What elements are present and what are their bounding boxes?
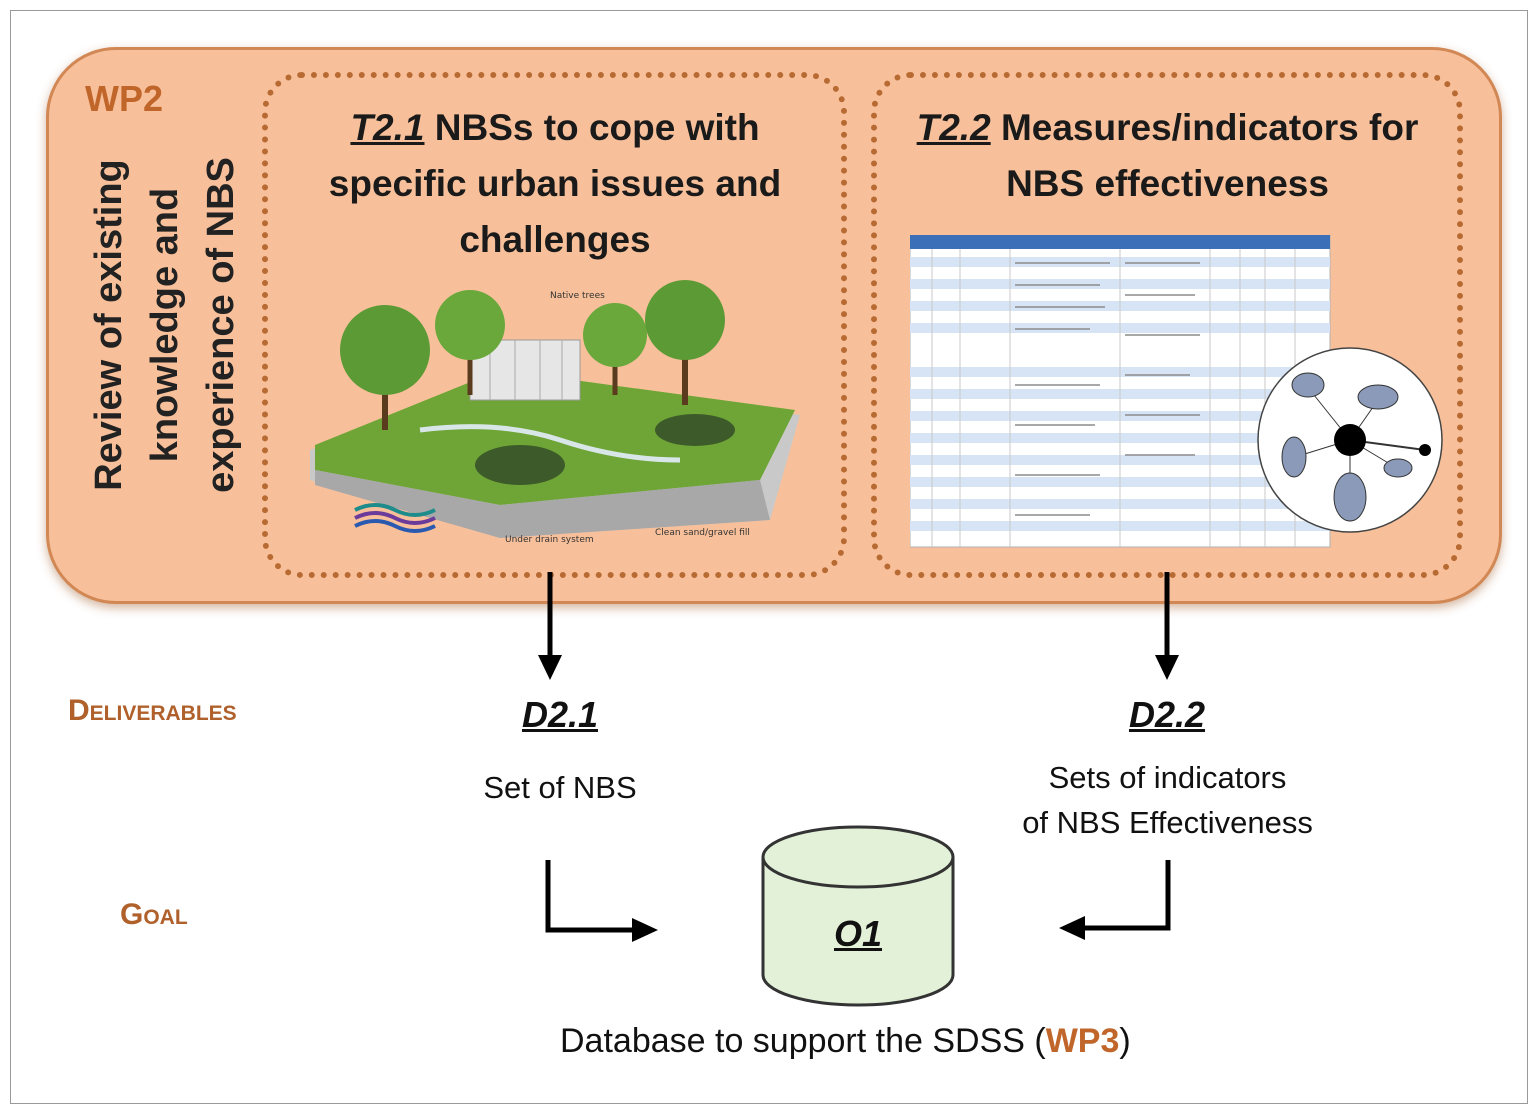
under-drain-label: Under drain system [505, 535, 594, 545]
goal-caption-wp3: WP3 [1045, 1022, 1120, 1060]
task-t2-1-box [262, 72, 847, 578]
task-t2-2-id: T2.2 [916, 107, 991, 148]
goal-caption: Database to support the SDSS (WP3) [560, 1022, 1220, 1061]
deliverable-d2-1-desc: Set of NBS [440, 765, 680, 810]
deliverable-d2-2-desc: Sets of indicators of NBS Effectiveness [990, 755, 1345, 845]
arrow-t21-to-d21 [538, 572, 562, 680]
database-cylinder [761, 825, 955, 1007]
goal-caption-post: ) [1119, 1022, 1131, 1060]
indicator-table-illustration [910, 235, 1443, 548]
deliverable-d2-1-desc-line: Set of NBS [483, 770, 637, 805]
native-trees-label: Native trees [550, 291, 605, 301]
task-t2-1-title: T2.1 NBSs to cope with specific urban is… [280, 100, 830, 268]
deliverable-d2-2-desc-line: Sets of indicators [1048, 760, 1287, 795]
arrow-d21-to-o1 [545, 860, 658, 942]
arrow-d22-to-o1 [1059, 860, 1171, 940]
arrow-t22-to-d22 [1155, 572, 1179, 680]
urban-park-illustration: Native trees Under drain system Clean sa… [310, 280, 800, 545]
deliverable-d2-2-desc-line: of NBS Effectiveness [1022, 805, 1313, 840]
task-t2-2-text: Measures/indicators for NBS effectivenes… [990, 107, 1419, 204]
deliverable-d2-1-id: D2.1 [521, 694, 599, 735]
clean-sand-label: Clean sand/gravel fill [655, 528, 750, 538]
row-label-deliverables: Deliverables [68, 694, 237, 727]
task-t2-1-text: NBSs to cope with specific urban issues … [328, 107, 782, 260]
task-t2-1-id: T2.1 [350, 107, 425, 148]
row-label-goal: Goal [120, 898, 188, 931]
task-t2-2-title: T2.2 Measures/indicators for NBS effecti… [890, 100, 1445, 212]
goal-o1-id: O1 [833, 913, 883, 954]
deliverable-d2-2-id: D2.2 [1128, 694, 1206, 735]
wp2-label: WP2 [85, 78, 164, 119]
figure-frame [10, 10, 1528, 1104]
goal-caption-pre: Database to support the SDSS ( [560, 1022, 1046, 1060]
